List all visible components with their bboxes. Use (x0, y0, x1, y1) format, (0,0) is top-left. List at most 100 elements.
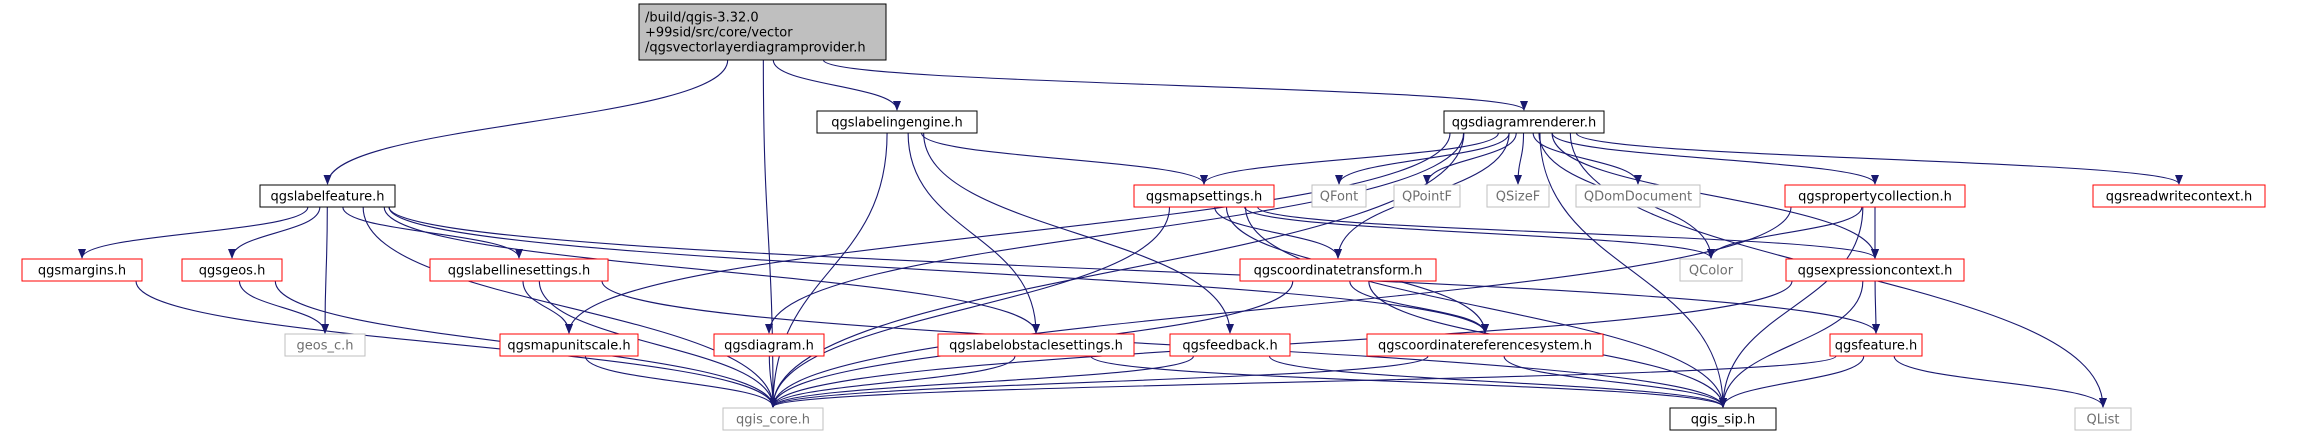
node-box-qpointf (1393, 184, 1461, 208)
node-labelfeature[interactable]: qgslabelfeature.h (259, 184, 396, 208)
node-mapunitscale[interactable]: qgsmapunitscale.h (499, 333, 639, 357)
edge-expressioncontext-to-feature (1871, 280, 1880, 334)
node-box-expressioncontext (1785, 258, 1965, 282)
node-label-qcolor: QColor (1689, 264, 1734, 279)
node-expressioncontext[interactable]: qgsexpressioncontext.h (1785, 258, 1965, 282)
node-box-readwritecontext (2092, 184, 2266, 208)
node-qgis_sip[interactable]: qgis_sip.h (1669, 407, 1777, 431)
node-layer: /build/qgis-3.32.0+99sid/src/core/vector… (21, 3, 2266, 431)
node-coordinatereferencesystem[interactable]: qgscoordinatereferencesystem.h (1366, 333, 1604, 357)
edge-diagramrenderer-to-readwritecontext (1575, 132, 2183, 185)
node-label-mapsettings: qgsmapsettings.h (1146, 190, 1262, 205)
node-label-diagramrenderer: qgsdiagramrenderer.h (1452, 116, 1596, 131)
node-qdomdocument: QDomDocument (1575, 184, 1701, 208)
edge-labelfeature-to-geos_c (321, 206, 330, 334)
edge-diagramrenderer-to-mapsettings (1200, 132, 1499, 185)
node-label-root: +99sid/src/core/vector (645, 26, 793, 41)
node-box-geos (181, 258, 283, 282)
edge-diagramrenderer-to-mapunitscale (565, 132, 1451, 334)
node-qlist: QList (2074, 407, 2132, 431)
node-box-propertycollection (1784, 184, 1966, 208)
node-labelobstaclesettings[interactable]: qgslabelobstaclesettings.h (937, 333, 1135, 357)
node-coordinatetransform[interactable]: qgscoordinatetransform.h (1239, 258, 1437, 282)
edge-propertycollection-to-qgis_core (769, 206, 1792, 408)
node-box-qcolor (1679, 258, 1743, 282)
edge-feedback-to-qgis_sip (1268, 355, 1727, 408)
node-box-qdomdocument (1575, 184, 1701, 208)
edge-labelfeature-to-coordinatereferencesystem (388, 206, 1489, 334)
node-box-mapsettings (1133, 184, 1275, 208)
edge-diagramrenderer-to-diagram (765, 132, 1465, 334)
edge-labelingengine-to-feedback (923, 132, 1234, 334)
node-diagramrenderer[interactable]: qgsdiagramrenderer.h (1443, 110, 1605, 134)
node-geos_c: geos_c.h (284, 333, 366, 357)
node-readwritecontext[interactable]: qgsreadwritecontext.h (2092, 184, 2266, 208)
edge-labelfeature-to-labelobstaclesettings (383, 206, 1040, 334)
edge-diagramrenderer-to-qgis_sip (1539, 132, 1727, 408)
node-box-qgis_sip (1669, 407, 1777, 431)
edge-diagramrenderer-to-qpointf (1423, 132, 1517, 185)
node-label-readwritecontext: qgsreadwritecontext.h (2106, 190, 2253, 205)
node-labelingengine[interactable]: qgslabelingengine.h (816, 110, 978, 134)
edge-root-to-labelingengine (772, 59, 901, 111)
edge-diagramrenderer-to-qfont (1335, 132, 1510, 185)
edge-mapsettings-to-qgis_core (769, 206, 1171, 408)
edge-coordinatetransform-to-coordinatereferencesystem (1349, 280, 1489, 334)
edge-labellinesettings-to-mapunitscale (522, 280, 573, 334)
node-label-labelfeature: qgslabelfeature.h (270, 190, 384, 205)
edge-mapunitscale-to-qgis_core (584, 355, 777, 408)
node-box-labelingengine (816, 110, 978, 134)
node-label-margins: qgsmargins.h (38, 264, 126, 279)
node-label-qdomdocument: QDomDocument (1584, 190, 1692, 205)
node-label-coordinatetransform: qgscoordinatetransform.h (1254, 264, 1423, 279)
edge-expressioncontext-to-qgis_sip (1719, 280, 1864, 408)
node-feature[interactable]: qgsfeature.h (1829, 333, 1923, 357)
node-label-expressioncontext: qgsexpressioncontext.h (1798, 264, 1953, 279)
edge-labelobstaclesettings-to-qgis_core (769, 355, 1016, 408)
node-label-diagram: qgsdiagram.h (724, 339, 814, 354)
edge-propertycollection-to-qcolor (1707, 206, 1863, 259)
edge-labelfeature-to-geos (228, 206, 321, 259)
node-mapsettings[interactable]: qgsmapsettings.h (1133, 184, 1275, 208)
node-propertycollection[interactable]: qgspropertycollection.h (1784, 184, 1966, 208)
node-box-geos_c (284, 333, 366, 357)
edge-geos-to-geos_c (238, 280, 329, 334)
node-box-mapunitscale (499, 333, 639, 357)
node-label-qsizef: QSizeF (1496, 190, 1540, 205)
node-label-geos_c: geos_c.h (297, 339, 354, 354)
node-geos[interactable]: qgsgeos.h (181, 258, 283, 282)
node-label-root: /build/qgis-3.32.0 (645, 11, 759, 26)
edge-margins-to-qgis_core (135, 280, 777, 408)
edge-propertycollection-to-qgis_sip (1719, 206, 1864, 408)
node-box-qgis_core (722, 407, 824, 431)
node-box-diagramrenderer (1443, 110, 1605, 134)
node-box-coordinatetransform (1239, 258, 1437, 282)
node-labellinesettings[interactable]: qgslabellinesettings.h (429, 258, 609, 282)
edge-root-to-diagramrenderer (822, 59, 1528, 111)
edge-labellinesettings-to-qgis_core (538, 280, 777, 408)
node-qpointf: QPointF (1393, 184, 1461, 208)
node-box-qlist (2074, 407, 2132, 431)
node-feedback[interactable]: qgsfeedback.h (1169, 333, 1291, 357)
node-box-diagram (713, 333, 825, 357)
node-label-feedback: qgsfeedback.h (1182, 339, 1277, 354)
node-root[interactable]: /build/qgis-3.32.0+99sid/src/core/vector… (638, 3, 887, 61)
edge-labelfeature-to-feature (388, 206, 1880, 334)
node-box-margins (21, 258, 143, 282)
node-label-qlist: QList (2087, 413, 2120, 428)
node-diagram[interactable]: qgsdiagram.h (713, 333, 825, 357)
edge-feature-to-qlist (1893, 355, 2107, 408)
node-label-qgis_sip: qgis_sip.h (1691, 413, 1755, 428)
node-box-feature (1829, 333, 1923, 357)
node-label-propertycollection: qgspropertycollection.h (1798, 190, 1952, 205)
edge-mapsettings-to-coordinatetransform (1214, 206, 1342, 259)
node-margins[interactable]: qgsmargins.h (21, 258, 143, 282)
edge-root-to-labelfeature (323, 59, 729, 185)
node-qfont: QFont (1311, 184, 1367, 208)
edge-labelfeature-to-labellinesettings (342, 206, 523, 259)
edge-feedback-to-qgis_core (769, 355, 1194, 408)
edge-diagramrenderer-to-qsizef (1514, 132, 1525, 185)
edge-diagramrenderer-to-qdomdocument (1532, 132, 1642, 185)
node-box-qfont (1311, 184, 1367, 208)
node-box-root (638, 3, 887, 61)
